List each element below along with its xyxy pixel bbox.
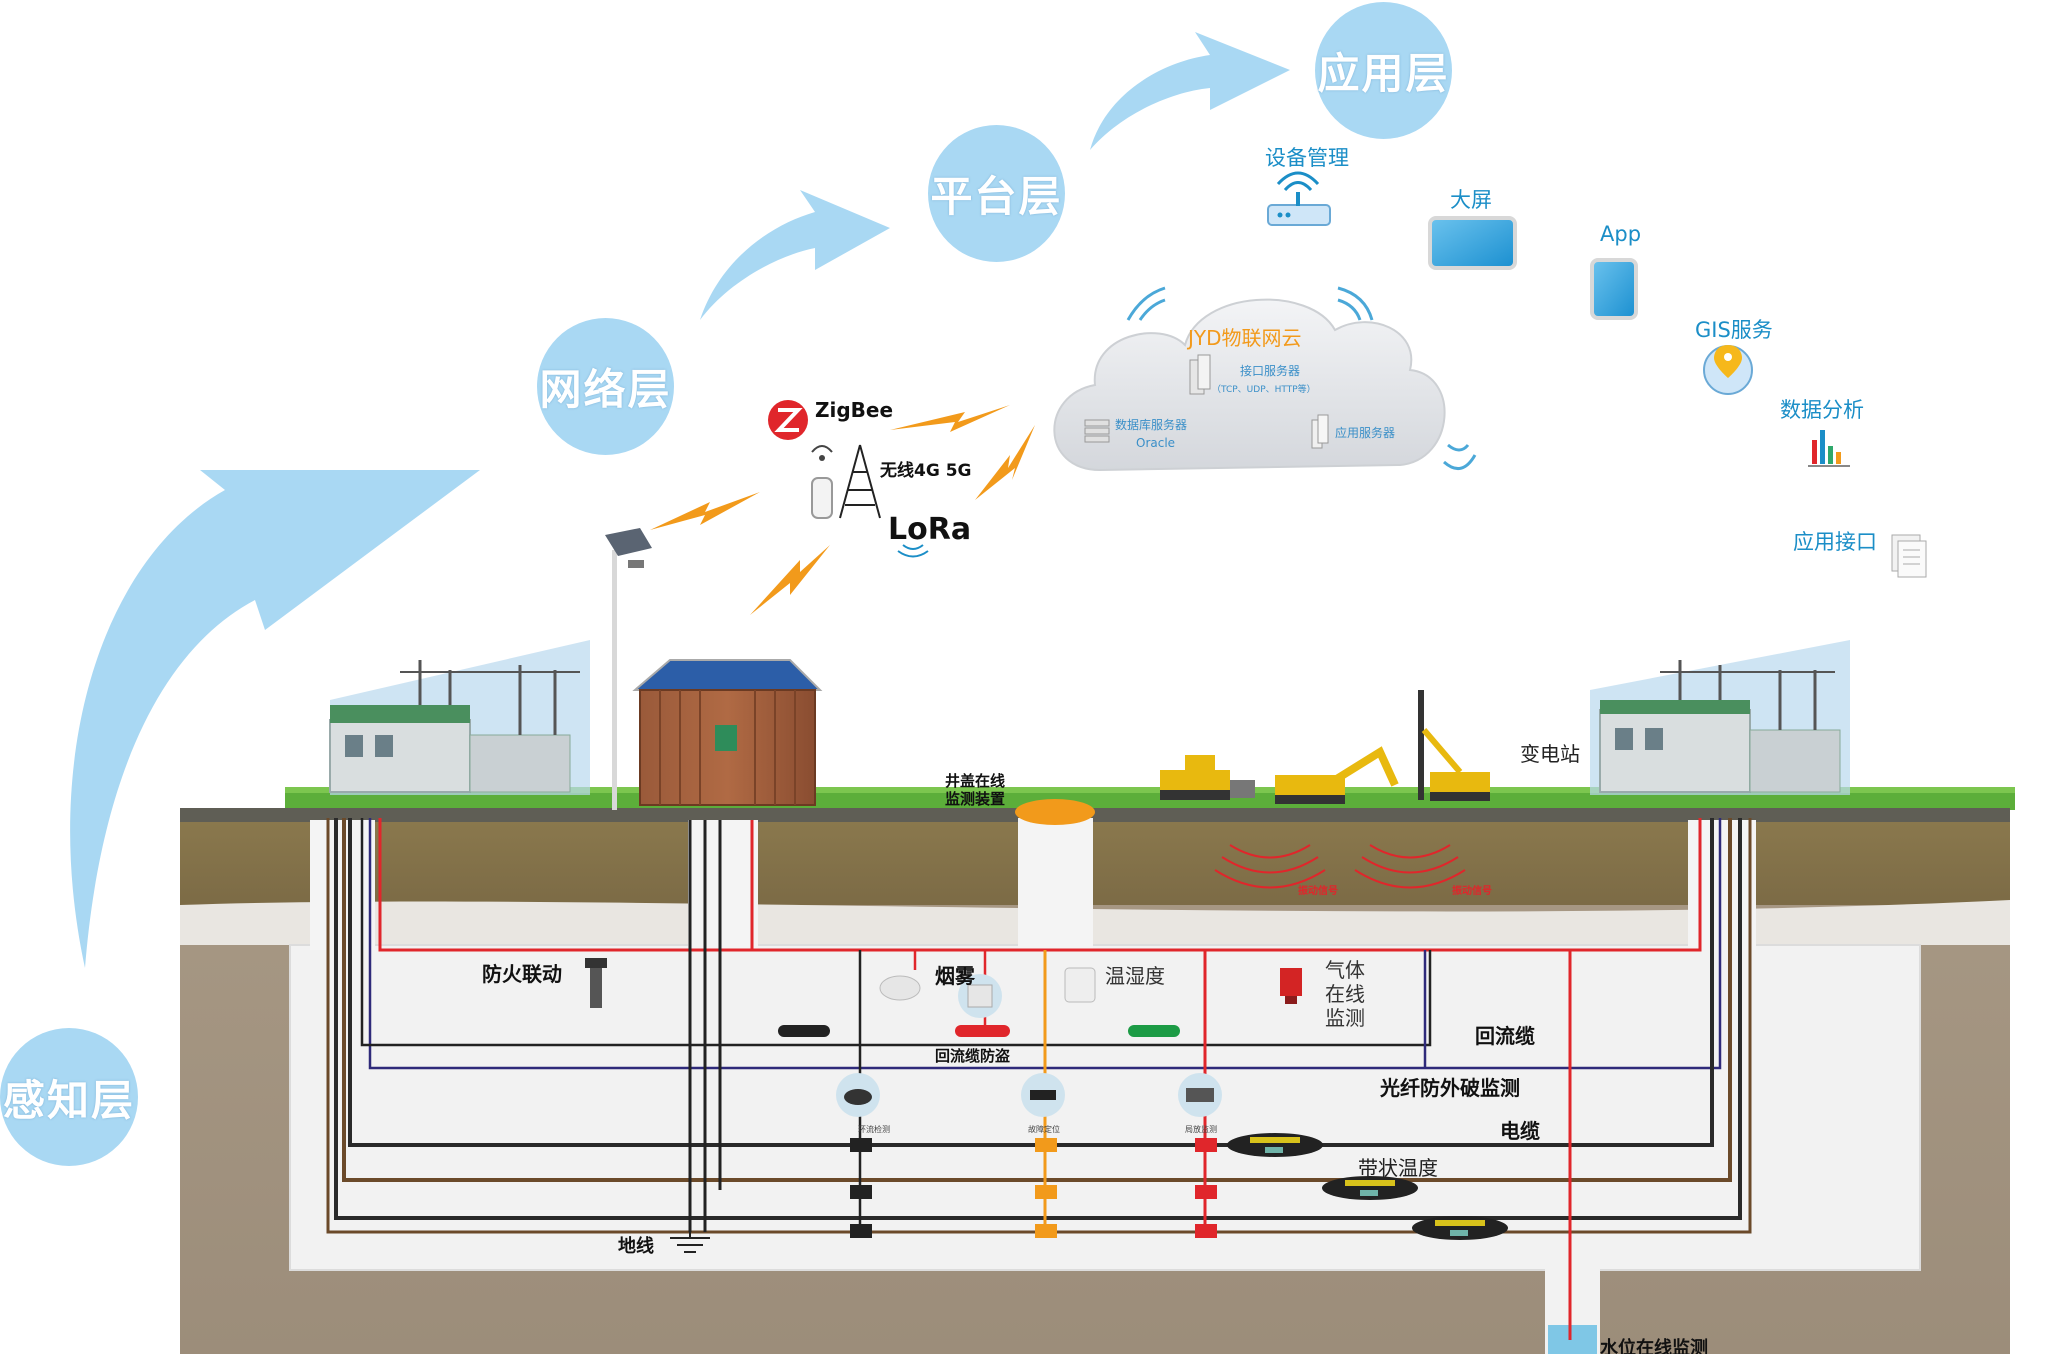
antenna-icon [811,445,833,519]
device-mgmt-icon [1267,171,1331,226]
database-server-label: 数据库服务器 [1115,418,1188,432]
manhole-cover [1015,799,1095,825]
fiber-monitor-label: 光纤防外破监测 [1380,1076,1520,1100]
sensor-discs [836,1073,1222,1117]
network-layer-label: 网络层 [539,365,672,414]
solar-pole [605,528,652,810]
lora-waves-icon [897,544,929,558]
theft-device [958,974,1002,1018]
sensor-label-2: 故障定位 [1028,1125,1060,1134]
ground-wire-label: 地线 [618,1236,654,1257]
lightning-bolts [650,405,1035,615]
smoke-label: 烟雾 [935,964,975,988]
data-analysis-label: 数据分析 [1780,398,1864,422]
app-label: App [1600,222,1642,246]
drill-rig [1418,690,1490,801]
gis-icon [1703,345,1753,395]
vibration-label-2: 振动信号 [1452,886,1492,897]
arrow-platform-to-application [1090,32,1290,150]
ground-symbol [670,1232,710,1253]
theft-pad [955,1025,1010,1037]
application-layer-label: 应用层 [1317,49,1450,98]
excavator [1275,746,1399,804]
zigbee-logo [768,400,808,440]
layer-arrows [70,32,1290,968]
platform-layer-label: 平台层 [930,172,1063,221]
strip-temp-sensors [1227,1133,1508,1240]
substation-label: 变电站 [1520,742,1580,766]
big-screen-label: 大屏 [1450,188,1492,212]
water-level-label: 水位在线监测 [1600,1338,1708,1354]
oracle-label: Oracle [1136,436,1176,450]
cloud-title: JYD物联网云 [1188,326,1302,350]
network-layer-circle: 网络层 [537,318,674,455]
cable-tunnel [289,818,1921,1354]
api-label: 应用接口 [1793,530,1877,554]
strip-temp-label: 带状温度 [1358,1156,1438,1180]
sensor-label-1: 环流检测 [858,1125,890,1134]
cable-lines [326,818,1752,1340]
zigbee-label: ZigBee [815,398,894,422]
construction-machines [1160,690,1490,804]
platform-layer-circle: 平台层 [928,125,1065,262]
data-analysis-icon [1808,430,1850,467]
gas-device [1280,968,1302,1004]
return-cable-pad [778,1025,830,1037]
lora-label: LoRa [888,512,972,547]
iot-cloud [1053,286,1477,472]
perception-layer-circle: 感知层 [0,1028,138,1166]
kiosk-transformer [632,659,823,806]
tower-icon [839,444,881,519]
wireless-label: 无线4G 5G [880,461,972,481]
cable-label: 电缆 [1500,1119,1540,1143]
substation-right [1590,640,1850,795]
vibration-label-1: 振动信号 [1298,886,1338,897]
sensor-label-3: 局放监测 [1185,1125,1217,1134]
device-mgmt-label: 设备管理 [1265,146,1349,170]
big-screen-icon [1428,216,1517,270]
interface-server-label: 接口服务器 [1240,364,1301,378]
fire-linkage-label: 防火联动 [482,962,562,986]
substation-left [329,640,590,795]
gas-online-label: 气体 在线 监测 [1325,958,1365,1030]
fire-nozzle [585,958,607,1008]
smoke-detector [879,975,921,1001]
app-phone-icon [1590,258,1638,320]
manhole-label: 井盖在线 监测装置 [945,772,1006,808]
temp-humidity-device [1064,967,1096,1003]
api-doc-icon [1891,534,1927,578]
cable-markers [850,1138,1217,1238]
green-pad [1128,1025,1180,1037]
vibration-waves [1214,844,1466,889]
return-cable-theft-label: 回流缆防盗 [935,1047,1011,1065]
temp-humidity-label: 温湿度 [1105,964,1165,988]
protocols-label: （TCP、UDP、HTTP等） [1212,385,1316,395]
arrow-network-to-platform [700,190,890,320]
perception-layer-label: 感知层 [2,1075,135,1125]
bulldozer [1160,755,1255,800]
arrow-perception-to-network [70,470,481,968]
gis-label: GIS服务 [1695,318,1773,342]
application-layer-circle: 应用层 [1315,2,1452,139]
return-cable-label: 回流缆 [1475,1024,1535,1048]
app-server-label: 应用服务器 [1335,426,1396,440]
